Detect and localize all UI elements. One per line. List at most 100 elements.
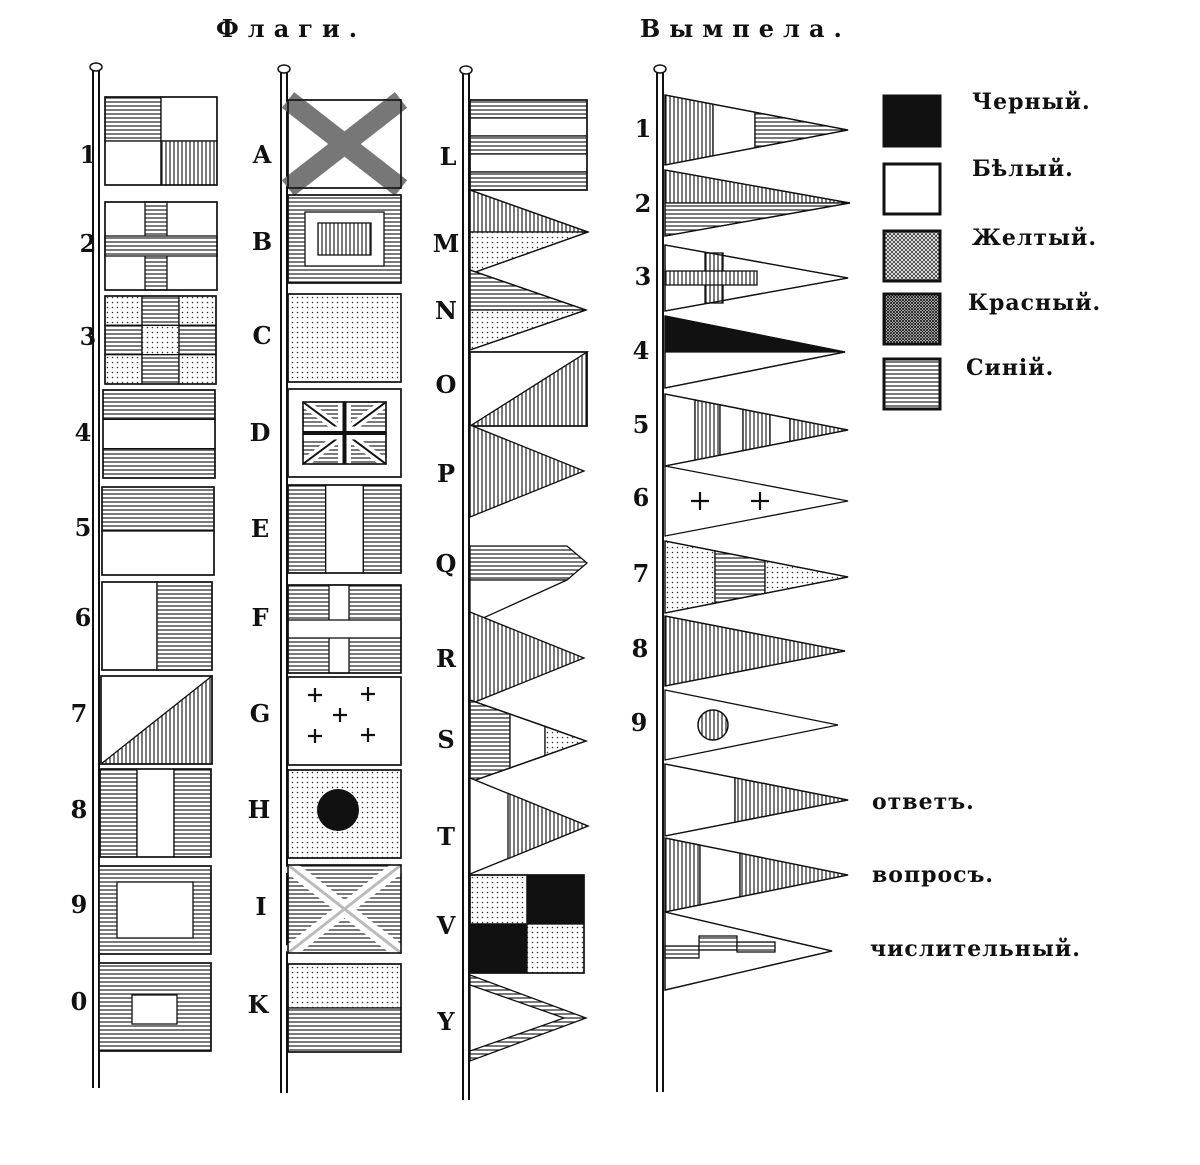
- swatch: [882, 94, 942, 148]
- half: [101, 530, 215, 576]
- cross-mark: [751, 492, 769, 510]
- center: [317, 222, 372, 256]
- saltire-line: [287, 863, 402, 955]
- legend-swatch-red: [882, 292, 942, 346]
- stripe: [102, 418, 216, 450]
- flag-frame: [287, 676, 402, 766]
- flag-frame: [287, 388, 402, 478]
- pennant-9: [664, 689, 839, 761]
- section: [694, 399, 721, 461]
- cross-h: [287, 619, 402, 639]
- legend-swatch-yellow: [882, 229, 942, 283]
- field: [664, 689, 839, 761]
- flag-label: E: [250, 514, 270, 543]
- flag-frame: [469, 99, 588, 191]
- pennant-7: [664, 540, 849, 614]
- flag-frame: [287, 963, 402, 1053]
- flag-label: 8: [70, 795, 88, 824]
- flag-label: Y: [437, 1007, 455, 1036]
- quarter: [160, 96, 218, 142]
- flag-label: G: [249, 699, 271, 728]
- checker-cell: [141, 324, 180, 356]
- stripe: [102, 389, 216, 420]
- flag-label: A: [252, 140, 272, 169]
- flag-label: T: [437, 822, 455, 851]
- outline: [664, 911, 833, 991]
- letter-flag-I: [283, 859, 406, 959]
- flags-header: Флаги.: [216, 14, 367, 43]
- pole-truck: [277, 64, 291, 74]
- pennant-1: [664, 94, 849, 166]
- section: [664, 94, 714, 166]
- letter-pennant-Y: [469, 974, 588, 1062]
- flag-label: C: [252, 321, 272, 350]
- flag-label: I: [255, 892, 267, 921]
- half: [101, 486, 215, 532]
- letter-flag-K: [287, 963, 402, 1053]
- black-disc: [317, 789, 359, 831]
- cross-mark: [361, 687, 375, 701]
- section: [754, 111, 849, 149]
- flag-label: O: [435, 370, 457, 399]
- flag-frame: [287, 194, 402, 284]
- letter-flag-E: [287, 484, 402, 574]
- flag-label: 7: [70, 699, 88, 728]
- cross-mark: [308, 688, 322, 702]
- checker-cell: [178, 324, 217, 356]
- half: [287, 963, 402, 1009]
- outline: [469, 699, 588, 783]
- digit-flag-6: [101, 581, 213, 671]
- digit-flag-8: [99, 768, 212, 858]
- section: [664, 540, 716, 614]
- swatch: [882, 292, 942, 346]
- cross-mark: [333, 708, 347, 722]
- letter-flag-B: [287, 194, 402, 284]
- pennant-answer: [664, 763, 849, 837]
- pennant-2: [664, 169, 851, 237]
- swatch: [882, 229, 942, 283]
- stripe: [362, 484, 402, 574]
- outline: [664, 615, 846, 687]
- flag-frame: [100, 675, 213, 765]
- saltire: [281, 92, 408, 196]
- flag-frame: [99, 768, 212, 858]
- union-frame: [302, 401, 387, 465]
- letter-pennant-N: [469, 269, 588, 351]
- flag-label: 1: [79, 140, 97, 169]
- checker-cell: [104, 295, 143, 326]
- flag-label: 0: [70, 987, 88, 1016]
- flag-label: F: [251, 603, 269, 632]
- flag-frame: [98, 962, 212, 1052]
- digit-flag-0: [98, 962, 212, 1052]
- flag-label: N: [435, 296, 457, 325]
- flag-label: D: [249, 418, 271, 447]
- digit-flag-1: [104, 96, 218, 186]
- flag-frame: [98, 865, 212, 955]
- quarter: [160, 140, 218, 186]
- pennant-5: [664, 393, 849, 467]
- swatch: [882, 162, 942, 216]
- letter-pennant-T: [469, 777, 590, 875]
- numeral-pennant-label: числительный.: [870, 936, 1081, 962]
- legend-black-label: Черный.: [972, 89, 1091, 115]
- pennant-question: [664, 837, 849, 913]
- section: [664, 615, 846, 687]
- legend-swatch-white: [882, 162, 942, 216]
- pennant-4: [664, 315, 846, 389]
- pennant-label: 6: [632, 483, 650, 512]
- flag-label: M: [432, 229, 460, 258]
- band: [698, 935, 738, 951]
- section: [769, 413, 791, 447]
- outline: [664, 393, 849, 467]
- digit-flag-2: [104, 201, 218, 291]
- section: [734, 776, 849, 824]
- legend-white-label: Бѣлый.: [972, 156, 1074, 182]
- flag-label: H: [247, 795, 271, 824]
- flag-frame: [469, 874, 585, 974]
- center: [469, 984, 566, 1052]
- section: [739, 852, 849, 898]
- pennant-label: 8: [631, 634, 649, 663]
- outline: [664, 94, 849, 166]
- half: [156, 581, 213, 671]
